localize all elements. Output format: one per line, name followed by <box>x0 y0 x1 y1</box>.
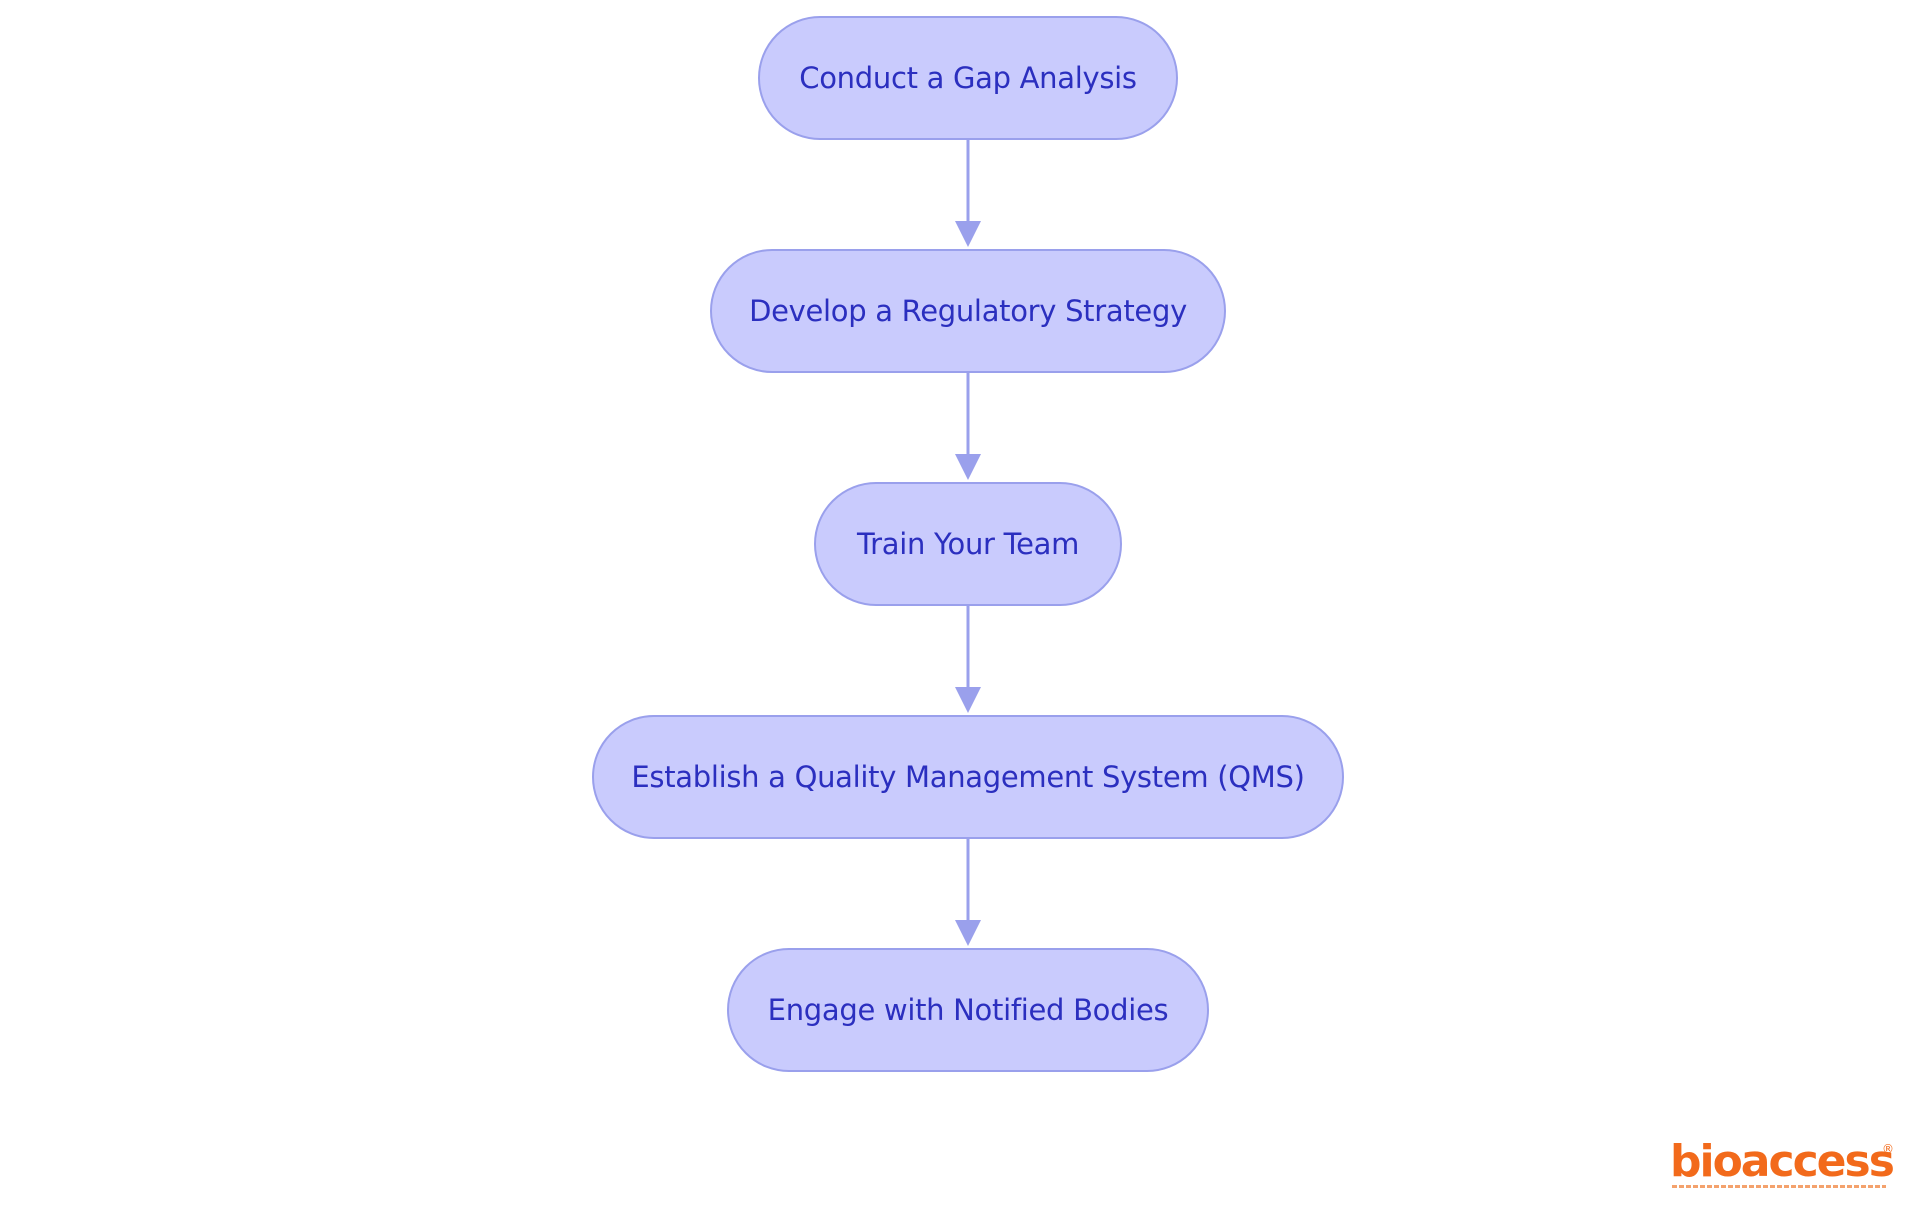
flowchart-edges <box>955 140 981 946</box>
edge-arrowhead-3 <box>955 687 981 713</box>
step-node-train-your-team: Train Your Team <box>814 482 1122 606</box>
step-label: Develop a Regulatory Strategy <box>749 294 1187 328</box>
step-node-establish-qms: Establish a Quality Management System (Q… <box>592 715 1344 839</box>
step-node-develop-regulatory-strategy: Develop a Regulatory Strategy <box>710 249 1226 373</box>
step-label: Conduct a Gap Analysis <box>799 61 1137 95</box>
step-node-conduct-gap-analysis: Conduct a Gap Analysis <box>758 16 1178 140</box>
step-label: Engage with Notified Bodies <box>767 993 1169 1027</box>
registered-mark: ® <box>1882 1142 1894 1156</box>
bioaccess-logo: bioaccess ® <box>1670 1140 1895 1192</box>
edge-arrowhead-2 <box>955 454 981 480</box>
step-label: Establish a Quality Management System (Q… <box>631 760 1305 794</box>
step-label: Train Your Team <box>856 527 1080 561</box>
step-node-engage-notified-bodies: Engage with Notified Bodies <box>727 948 1209 1072</box>
logo-wordmark: bioaccess <box>1670 1136 1895 1187</box>
edge-arrowhead-4 <box>955 920 981 946</box>
edge-arrowhead-1 <box>955 221 981 247</box>
logo-tagline-graphic <box>1672 1185 1886 1188</box>
